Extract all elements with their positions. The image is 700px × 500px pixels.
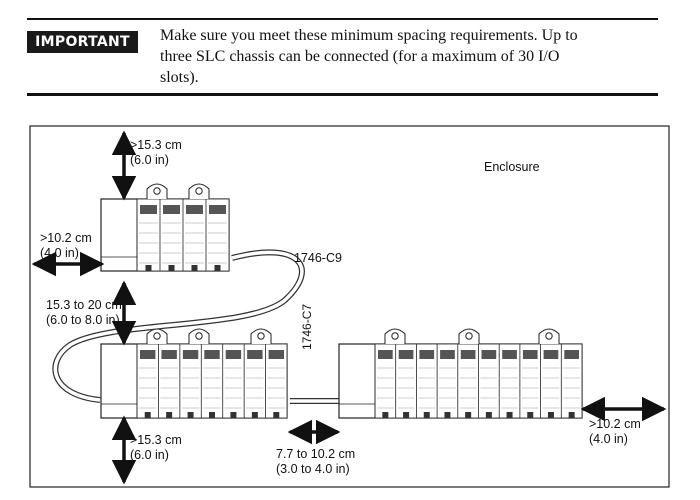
chassis-bottom-left-slot-foot <box>144 412 151 418</box>
chassis-bottom-left-slot-foot <box>251 412 258 418</box>
chassis-bottom-right-slot-led <box>460 350 476 359</box>
chassis-bottom-right-handle <box>458 328 480 344</box>
cable-c9-label: 1746-C9 <box>294 251 342 265</box>
chassis-bottom-right-slot-led <box>481 350 497 359</box>
chassis-gap-value: 15.3 to 20 cm <box>46 298 122 312</box>
cable-1746-c9-inner <box>53 250 304 402</box>
chassis-bottom-right-handle-hole <box>465 332 473 340</box>
chassis-bottom-right-slot-led <box>522 350 538 359</box>
chassis-bottom-left-slot-led <box>182 350 199 359</box>
chassis-top-handle-hole <box>153 187 161 195</box>
top-rule <box>27 18 658 20</box>
right-clearance-label: >10.2 cm (4.0 in) <box>589 417 641 447</box>
chassis-top-slot-foot <box>168 265 175 271</box>
top-clearance-value: >15.3 cm <box>130 138 182 152</box>
chassis-top-handle <box>188 183 210 199</box>
note-line-3: slots). <box>160 69 199 86</box>
top-clearance-imperial: (6.0 in) <box>130 153 169 167</box>
chassis-bottom-right-slot-foot <box>382 412 389 418</box>
chassis-bottom-right-slot-foot <box>444 412 451 418</box>
note-line-1: Make sure you meet these minimum spacing… <box>160 27 578 44</box>
enclosure-frame <box>29 125 670 488</box>
important-badge: IMPORTANT <box>27 31 138 53</box>
right-clearance-imperial: (4.0 in) <box>589 432 628 446</box>
chassis-bottom-left-slot-foot <box>209 412 215 418</box>
chassis-gap-imperial: (6.0 to 8.0 in) <box>46 313 120 327</box>
cable-c7-label: 1746-C7 <box>300 303 314 350</box>
bottom-clearance-value: >15.3 cm <box>130 433 182 447</box>
left-clearance-label: >10.2 cm (4.0 in) <box>40 231 92 261</box>
chassis-bottom-right-slot-foot <box>527 412 534 418</box>
chassis-top-slot-led <box>186 205 203 214</box>
chassis-bottom-right-slot-led <box>398 350 414 359</box>
chassis-bottom-right-handle <box>538 328 560 344</box>
left-clearance-imperial: (4.0 in) <box>40 246 79 260</box>
chassis-bottom-right-slot-foot <box>547 412 554 418</box>
chassis-bottom-left-slot-foot <box>187 412 194 418</box>
chassis-top-slot-foot <box>191 265 198 271</box>
chassis-layer <box>100 183 583 419</box>
chassis-bottom-right-handle <box>384 328 406 344</box>
chassis-top-slot-led <box>209 205 226 214</box>
chassis-bottom-right-slot-led <box>502 350 517 359</box>
chassis-top-slot-foot <box>145 265 152 271</box>
chassis-bottom-left-slot-foot <box>273 412 280 418</box>
chassis-bottom-left-handle-hole <box>153 332 161 340</box>
chassis-bottom-right-slot-foot <box>423 412 430 418</box>
chassis-bottom-right-slot-led <box>564 350 579 359</box>
chassis-bottom-left-slot-led <box>204 350 220 359</box>
chassis-bottom-right-slot-led <box>543 350 559 359</box>
chassis-top-slot-led <box>163 205 180 214</box>
chassis-bottom-right-slot-led <box>419 350 435 359</box>
chassis-bottom-left-handle <box>188 328 210 344</box>
chassis-bottom-right-handle-hole <box>391 332 399 340</box>
chassis-bottom-left-handle-hole <box>257 332 265 340</box>
right-clearance-value: >10.2 cm <box>589 417 641 431</box>
chassis-bottom-right-slot-foot <box>506 412 513 418</box>
chassis-bottom-right-slot-foot <box>485 412 492 418</box>
between-chassis-imperial: (3.0 to 4.0 in) <box>276 462 350 476</box>
between-chassis-value: 7.7 to 10.2 cm <box>276 447 356 461</box>
chassis-bottom-left-handle <box>250 328 272 344</box>
bottom-clearance-label: >15.3 cm (6.0 in) <box>130 433 182 463</box>
important-note: Make sure you meet these minimum spacing… <box>160 25 660 88</box>
chassis-bottom-right-handle-hole <box>545 332 553 340</box>
chassis-bottom-right-slot-foot <box>465 412 472 418</box>
chassis-bottom-right-slot-led <box>378 350 393 359</box>
chassis-bottom-left-slot-foot <box>230 412 237 418</box>
chassis-bottom-left-slot-led <box>268 350 284 359</box>
chassis-gap-label: 15.3 to 20 cm (6.0 to 8.0 in) <box>46 298 122 328</box>
chassis-bottom-left-slot-foot <box>166 412 173 418</box>
left-clearance-value: >10.2 cm <box>40 231 92 245</box>
bottom-clearance-imperial: (6.0 in) <box>130 448 169 462</box>
chassis-top-handle-hole <box>195 187 203 195</box>
chassis-bottom-left-handle <box>146 328 168 344</box>
between-chassis-label: 7.7 to 10.2 cm (3.0 to 4.0 in) <box>276 447 355 477</box>
chassis-bottom-right-slot-led <box>440 350 455 359</box>
chassis-bottom-left-slot-led <box>161 350 177 359</box>
chassis-bottom-right-slot-foot <box>403 412 410 418</box>
chassis-bottom-left-slot-led <box>140 350 156 359</box>
chassis-bottom-left-slot-led <box>225 350 242 359</box>
chassis-bottom-left-slot-led <box>247 350 263 359</box>
note-line-2: three SLC chassis can be connected (for … <box>160 48 560 65</box>
chassis-bottom-right-slot-foot <box>568 412 575 418</box>
enclosure-label: Enclosure <box>484 160 540 174</box>
top-clearance-label: >15.3 cm (6.0 in) <box>130 138 182 168</box>
chassis-top-handle <box>146 183 168 199</box>
bottom-rule <box>27 93 658 96</box>
chassis-top-slot-foot <box>214 265 221 271</box>
chassis-top-slot-led <box>140 205 157 214</box>
chassis-bottom-left-handle-hole <box>195 332 203 340</box>
